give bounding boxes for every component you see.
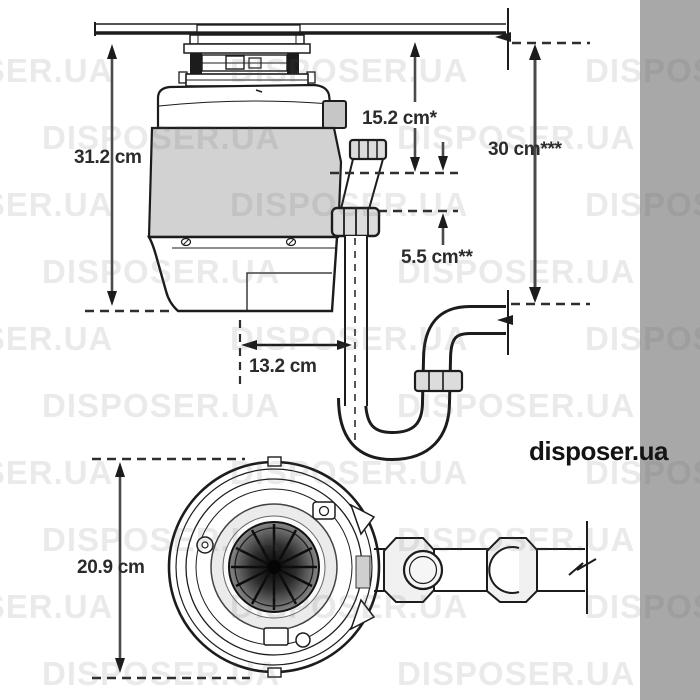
discharge-and-p-trap	[330, 138, 590, 462]
dimension-outlet-offset: 15.2 cm*	[362, 42, 448, 172]
dim-overall-height-label: 31.2 cm	[74, 147, 142, 168]
dim-trap-gap-label: 5.5 cm**	[401, 247, 473, 268]
top-view: 20.9 cm	[77, 456, 597, 680]
dim-outlet-offset-label: 15.2 cm*	[362, 108, 438, 129]
dim-diameter-label: 20.9 cm	[77, 557, 145, 578]
right-gray-band	[640, 0, 700, 700]
dimension-diameter: 20.9 cm	[77, 462, 145, 673]
dim-drain-height-label: 30 cm***	[488, 139, 563, 160]
top-view-discharge-pipe	[374, 521, 597, 614]
disposer-body	[146, 83, 347, 313]
dimension-drain-height: 30 cm***	[488, 44, 563, 303]
dimension-overall-height: 31.2 cm	[74, 44, 172, 313]
dimension-body-width: 13.2 cm	[238, 320, 352, 390]
dim-body-width-label: 13.2 cm	[249, 356, 317, 377]
pipe-break-symbol	[568, 558, 597, 576]
countertop-sink-line	[94, 8, 590, 70]
brand-label: disposer.ua	[529, 436, 669, 466]
dimension-trap-gap: 5.5 cm**	[401, 213, 474, 268]
sink-flange-mount	[178, 34, 316, 87]
splash-guard-spokes	[231, 524, 317, 610]
disposer-top-body	[167, 456, 381, 678]
